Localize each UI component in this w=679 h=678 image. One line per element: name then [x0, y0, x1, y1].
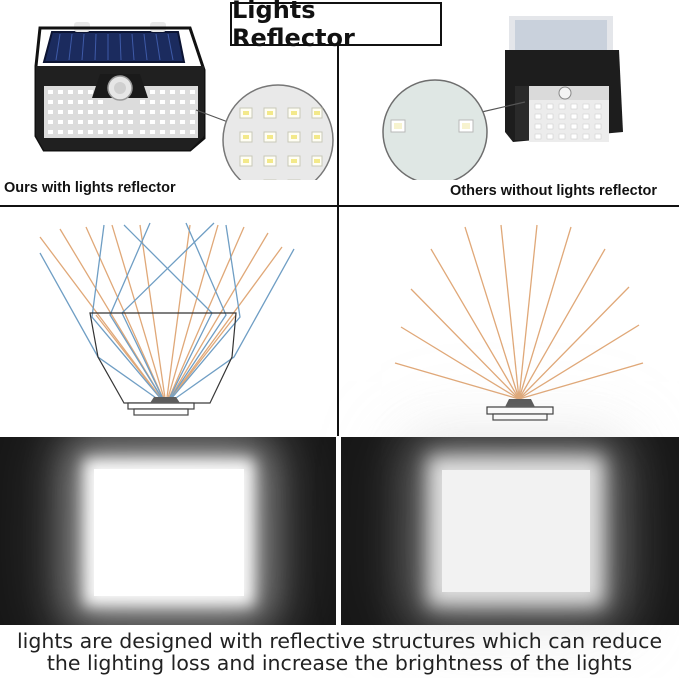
footer-line-1: lights are designed with reflective stru… [16, 629, 663, 653]
ours-ray-diagram [39, 222, 295, 416]
others-light-glow [442, 470, 590, 592]
footer-text: lights are designed with reflective stru… [0, 630, 679, 674]
row-divider [0, 205, 679, 207]
others-product-illustration [382, 16, 623, 180]
others-caption: Others without lights reflector [450, 183, 658, 199]
others-ray-diagram [394, 224, 644, 421]
ours-product-illustration [34, 22, 334, 180]
page-title: Lights Reflector [230, 0, 442, 52]
footer-line-2: the lighting loss and increase the brigh… [46, 651, 633, 675]
center-divider [337, 46, 339, 436]
ours-caption: Ours with lights reflector [4, 180, 176, 196]
panel-gap [336, 437, 341, 625]
ours-light-glow [94, 469, 244, 596]
